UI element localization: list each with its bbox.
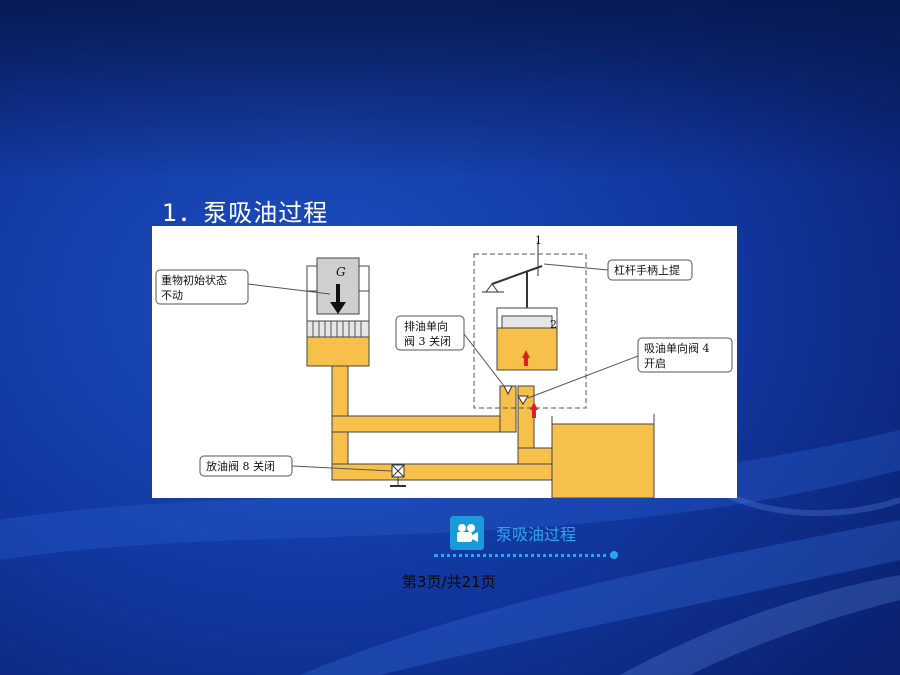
callout-weight: 重物初始状态 不动 — [155, 269, 331, 305]
callout-drain-valve: 放油阀 8 关闭 — [199, 455, 393, 477]
flow-arrows — [522, 350, 538, 418]
label-2: 2 — [550, 318, 557, 331]
callout-discharge-valve: 排油单向 阀 3 关闭 — [395, 315, 505, 387]
upper-horizontal-pipe — [331, 415, 509, 433]
svg-text:开启: 开启 — [644, 357, 666, 370]
weight-symbol: G — [336, 265, 346, 279]
pump-suction-diagram: G 2 1 — [152, 226, 737, 498]
label-1: 1 — [535, 234, 542, 247]
video-link[interactable]: 泵吸油过程 — [450, 516, 576, 550]
video-label[interactable]: 泵吸油过程 — [496, 525, 577, 544]
svg-text:放油阀 8 关闭: 放油阀 8 关闭 — [206, 459, 275, 473]
lever-handle — [482, 241, 543, 308]
callout-suction-valve: 吸油单向阀 4 开启 — [527, 337, 733, 399]
callout-lever: 杠杆手柄上提 — [543, 259, 693, 281]
page-number: 第3页/共21页 — [402, 573, 496, 591]
dotted-underline — [434, 554, 614, 557]
video-camera-icon[interactable] — [450, 516, 484, 550]
svg-text:排油单向: 排油单向 — [404, 319, 448, 333]
suction-valve-symbol — [517, 395, 529, 405]
dotted-underline-end — [610, 551, 618, 559]
weight-block — [316, 257, 360, 315]
svg-text:不动: 不动 — [161, 289, 183, 302]
discharge-valve-symbol — [503, 385, 513, 396]
lower-horizontal-pipe — [331, 463, 553, 481]
svg-text:杠杆手柄上提: 杠杆手柄上提 — [614, 263, 680, 277]
svg-text:吸油单向阀 4: 吸油单向阀 4 — [644, 341, 710, 355]
slide-title: 1．泵吸油过程 — [162, 199, 329, 227]
pump-frame — [473, 253, 587, 409]
svg-text:重物初始状态: 重物初始状态 — [161, 273, 227, 287]
oil-reservoir — [551, 414, 655, 498]
svg-text:阀 3 关闭: 阀 3 关闭 — [404, 334, 451, 348]
